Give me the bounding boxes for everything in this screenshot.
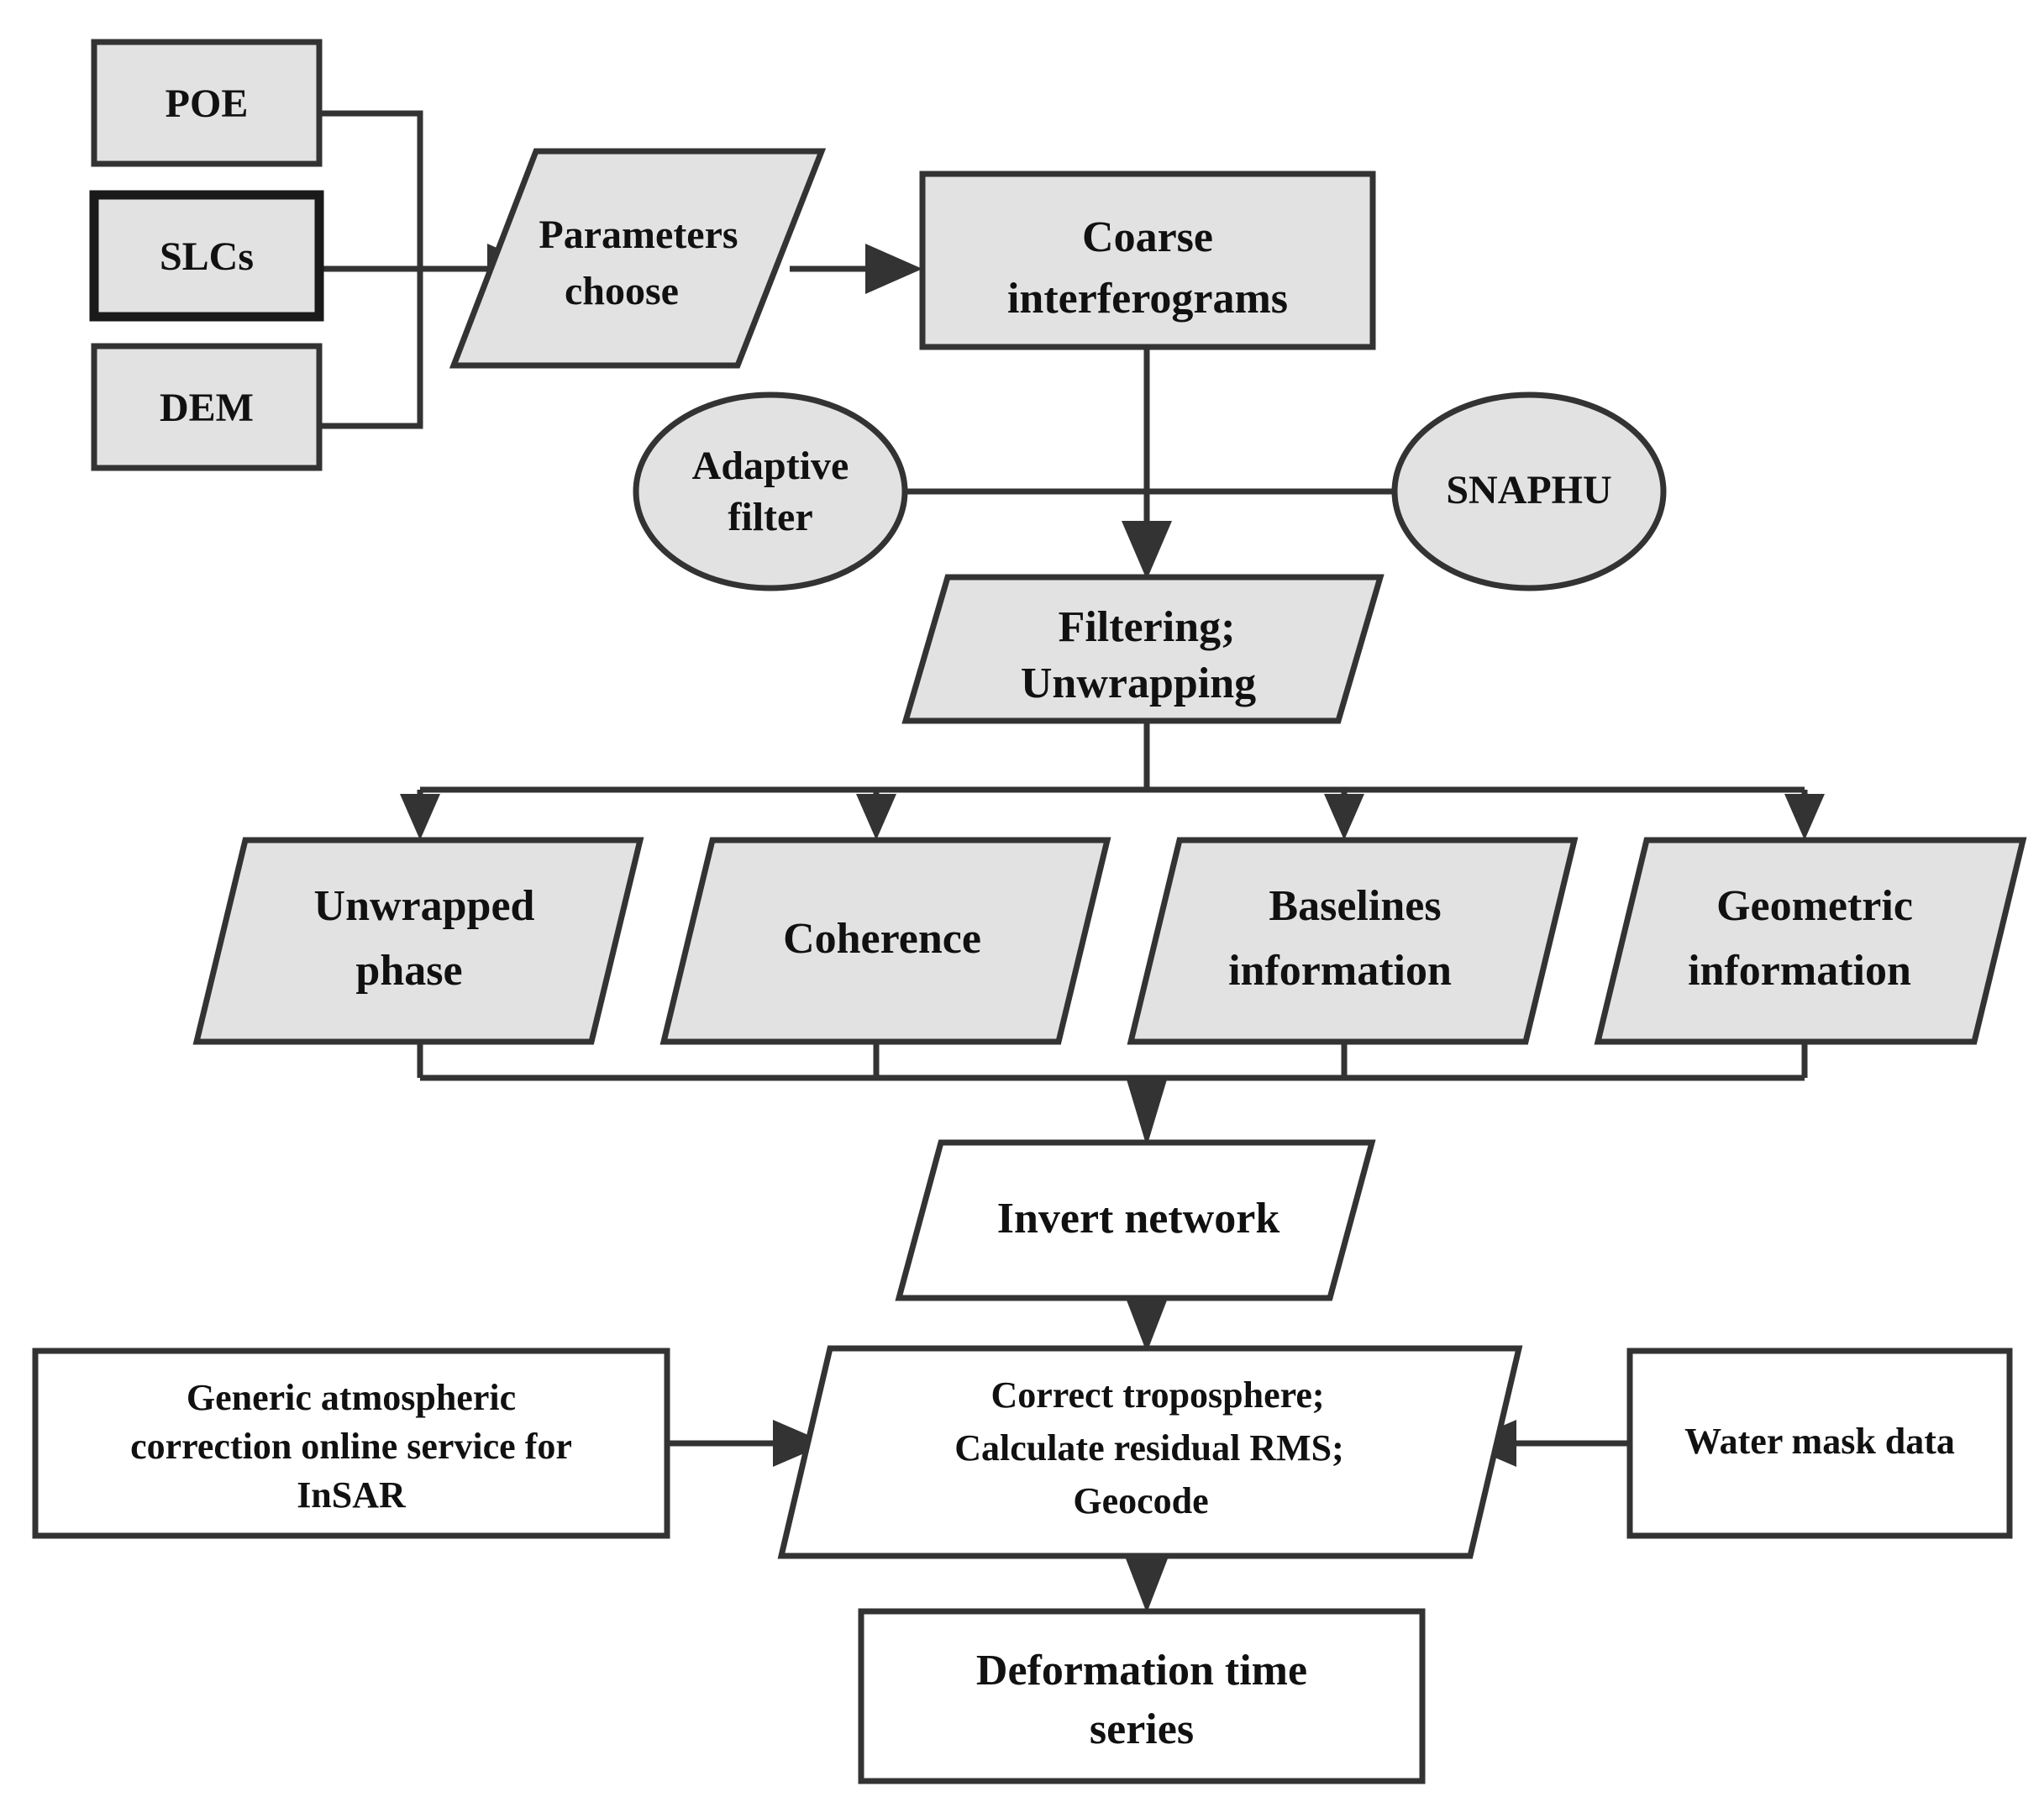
node-adaptive-filter[interactable]: Adaptive filter [633, 391, 908, 591]
snaphu-ellipse[interactable] [1391, 391, 1667, 591]
baselines-information-label-line1: Baselines [1269, 882, 1441, 930]
geometric-information-shape[interactable] [1594, 837, 2027, 1045]
arrowhead-deformation-time-series [1124, 1554, 1169, 1613]
node-parameters-choose[interactable]: Parameters choose [449, 148, 827, 369]
coarse-interferograms-box[interactable] [919, 171, 1376, 350]
dem-box[interactable] [91, 343, 323, 471]
node-baselines-information[interactable]: Baselines information [1127, 837, 1579, 1045]
gacos-label-line3: InSAR [297, 1474, 407, 1516]
node-filtering-unwrapping[interactable]: Filtering; Unwrapping [901, 574, 1385, 724]
node-gacos[interactable]: Generic atmospheric correction online se… [32, 1348, 670, 1539]
snaphu-label: SNAPHU [1446, 468, 1611, 512]
slcs-box[interactable] [89, 190, 324, 322]
parameters-choose-shape[interactable] [449, 148, 827, 369]
deformation-time-series-box[interactable] [858, 1608, 1426, 1784]
poe-box[interactable] [91, 39, 323, 167]
correct-troposphere-label-line1: Correct troposphere; [990, 1374, 1324, 1416]
arrowhead-unwrapped-phase [400, 794, 440, 840]
parameters-choose-label-line1: Parameters [539, 213, 738, 257]
node-coherence[interactable]: Coherence [659, 837, 1111, 1045]
geometric-information-label-line2: information [1688, 947, 1911, 995]
node-dem[interactable]: DEM [91, 343, 323, 471]
baselines-information-label-line2: information [1228, 947, 1452, 995]
arrowhead-coherence [856, 794, 896, 840]
arrowhead-invert-network [1127, 1080, 1167, 1147]
node-poe[interactable]: POE [91, 39, 323, 167]
filtering-unwrapping-label-line1: Filtering; [1059, 603, 1236, 651]
arrowhead-parameters-coarse [865, 244, 922, 294]
correct-troposphere-label-line2: Calculate residual RMS; [954, 1427, 1344, 1469]
node-deformation-time-series[interactable]: Deformation time series [858, 1608, 1426, 1784]
slcs-label: SLCs [160, 234, 254, 279]
node-unwrapped-phase[interactable]: Unwrapped phase [192, 837, 644, 1045]
deformation-time-series-label-line1: Deformation time [976, 1647, 1307, 1695]
arrowhead-coarse-filtering [1122, 521, 1172, 580]
coarse-interferograms-label-line2: interferograms [1007, 275, 1288, 323]
adaptive-filter-label-line2: filter [728, 495, 812, 539]
arrowhead-correct-troposphere-top [1124, 1294, 1169, 1353]
poe-label: POE [166, 81, 249, 126]
filtering-unwrapping-shape[interactable] [901, 574, 1385, 724]
adaptive-filter-label-line1: Adaptive [692, 444, 849, 488]
water-mask-data-box[interactable] [1626, 1348, 2013, 1539]
node-correct-troposphere[interactable]: Correct troposphere; Calculate residual … [777, 1345, 1523, 1559]
coherence-label: Coherence [783, 915, 981, 963]
coherence-shape[interactable] [659, 837, 1111, 1045]
invert-network-shape[interactable] [895, 1139, 1376, 1301]
node-coarse-interferograms[interactable]: Coarse interferograms [919, 171, 1376, 350]
filtering-unwrapping-label-line2: Unwrapping [1021, 659, 1256, 707]
dem-label: DEM [160, 386, 254, 430]
arrowhead-geometric [1784, 794, 1825, 840]
coarse-interferograms-label-line1: Coarse [1082, 213, 1213, 261]
arrowhead-gacos-correct [773, 1420, 828, 1467]
parameters-choose-label-line2: choose [565, 269, 679, 313]
adaptive-filter-ellipse[interactable] [633, 391, 908, 591]
node-snaphu[interactable]: SNAPHU [1391, 391, 1667, 591]
unwrapped-phase-label-line1: Unwrapped [314, 882, 535, 930]
correct-troposphere-label-line3: Geocode [1073, 1480, 1208, 1521]
water-mask-data-label: Water mask data [1684, 1421, 1955, 1462]
geometric-information-label-line1: Geometric [1716, 882, 1913, 930]
invert-network-label: Invert network [997, 1195, 1280, 1243]
gacos-label-line1: Generic atmospheric [187, 1377, 516, 1418]
node-invert-network[interactable]: Invert network [895, 1139, 1376, 1301]
deformation-time-series-label-line2: series [1090, 1705, 1194, 1753]
gacos-box[interactable] [32, 1348, 670, 1539]
unwrapped-phase-shape[interactable] [192, 837, 644, 1045]
correct-troposphere-shape[interactable] [777, 1345, 1523, 1559]
baselines-information-shape[interactable] [1127, 837, 1579, 1045]
arrowhead-baselines [1324, 794, 1364, 840]
node-slcs[interactable]: SLCs [89, 190, 324, 322]
unwrapped-phase-label-line2: phase [355, 947, 462, 995]
node-geometric-information[interactable]: Geometric information [1594, 837, 2027, 1045]
node-water-mask-data[interactable]: Water mask data [1626, 1348, 2013, 1539]
connector-layer [319, 110, 1825, 1613]
gacos-label-line2: correction online service for [130, 1426, 572, 1467]
